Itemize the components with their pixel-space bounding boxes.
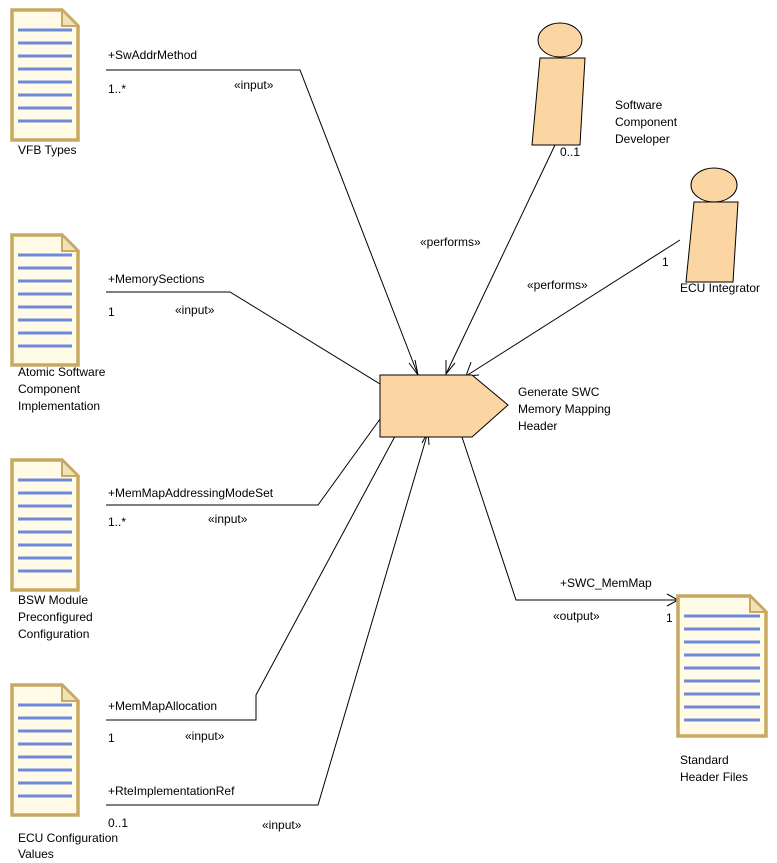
role-label-rte-implementation-ref: +RteImplementationRef (108, 784, 235, 798)
stereotype-label: «input» (208, 512, 248, 526)
artifact-name-line-2: Header Files (680, 770, 748, 784)
task-name-line-3: Header (518, 419, 557, 433)
multiplicity-label-mem-map-allocation: 1 (108, 731, 115, 745)
stereotype-label: «performs» (527, 278, 588, 292)
stereotype-label: «input» (234, 78, 274, 92)
role-ecu-integrator[interactable]: ECU Integrator 1 «performs» (527, 167, 760, 295)
multiplicity-label: 1..* (108, 515, 126, 529)
artifact-name-line-2: Values (18, 847, 54, 861)
stereotype-label: «performs» (420, 235, 481, 249)
role-software-component-developer[interactable]: Software Component Developer 0..1 «perfo… (420, 22, 678, 249)
document-icon (676, 594, 768, 738)
role-name-line-1: ECU Integrator (680, 281, 760, 295)
edge-vfb-types (106, 69, 419, 376)
artifact-name-line-1: Atomic Software (18, 365, 106, 379)
artifact-name-line-1: ECU Configuration (18, 831, 118, 845)
role-name-line-3: Developer (615, 132, 670, 146)
role-label: +SWC_MemMap (560, 576, 652, 590)
edge-std-header (461, 436, 678, 601)
stereotype-label: «input» (175, 303, 215, 317)
task-name-line-1: Generate SWC (518, 385, 600, 399)
role-label-mem-map-allocation: +MemMapAllocation (108, 699, 217, 713)
edge-atomic-swc (106, 291, 399, 396)
artifact-name-line-3: Configuration (18, 627, 89, 641)
edge-swc-developer (445, 144, 556, 375)
task-name-line-2: Memory Mapping (518, 402, 611, 416)
artifact-name-line-2: Preconfigured (18, 610, 93, 624)
actor-head-icon (537, 22, 583, 58)
document-icon (10, 233, 80, 367)
document-icon (10, 683, 80, 817)
role-label: +SwAddrMethod (108, 48, 197, 62)
multiplicity-label: 1 (662, 255, 669, 269)
artifact-bsw-module-preconfigured-configuration[interactable]: BSW Module Preconfigured Configuration +… (10, 458, 274, 641)
role-name-line-2: Component (615, 115, 678, 129)
stereotype-label-rte-implementation-ref: «input» (262, 818, 302, 832)
multiplicity-label: 0..1 (560, 145, 580, 159)
artifact-ecu-configuration-values[interactable]: ECU Configuration Values +MemMapAllocati… (10, 683, 302, 861)
actor-body-icon (685, 201, 739, 283)
edge-ecu-integrator (465, 239, 681, 377)
arrowhead (445, 360, 456, 376)
actor-body-icon (531, 57, 586, 146)
artifact-name-line-2: Component (18, 382, 81, 396)
stereotype-label-mem-map-allocation: «input» (185, 729, 225, 743)
connections (106, 69, 681, 806)
document-icon (10, 458, 80, 592)
multiplicity-label-rte-implementation-ref: 0..1 (108, 816, 128, 830)
role-name-line-1: Software (615, 98, 663, 112)
document-icon (10, 8, 80, 142)
edge-bsw-module (106, 407, 389, 506)
artifact-atomic-swc-implementation[interactable]: Atomic Software Component Implementation… (10, 233, 215, 413)
stereotype-label: «output» (553, 609, 600, 623)
artifact-name-line-1: VFB Types (18, 143, 76, 157)
artifact-standard-header-files[interactable]: Standard Header Files +SWC_MemMap 1 «out… (553, 576, 768, 784)
task-generate-swc-memmap-header[interactable]: Generate SWC Memory Mapping Header (379, 374, 611, 438)
multiplicity-label: 1..* (108, 82, 126, 96)
actor-head-icon (690, 167, 738, 203)
edge-ecu-mem-alloc (106, 411, 409, 721)
artifact-name-line-1: BSW Module (18, 593, 88, 607)
artifact-name-line-1: Standard (680, 753, 729, 767)
multiplicity-label: 1 (108, 305, 115, 319)
artifact-vfb-types[interactable]: VFB Types +SwAddrMethod 1..* «input» (10, 8, 274, 157)
edge-ecu-rte-ref (106, 431, 429, 806)
role-label: +MemorySections (108, 272, 204, 286)
artifact-name-line-3: Implementation (18, 399, 100, 413)
role-label: +MemMapAddressingModeSet (108, 486, 274, 500)
task-shape (379, 374, 509, 438)
multiplicity-label: 1 (666, 611, 673, 625)
